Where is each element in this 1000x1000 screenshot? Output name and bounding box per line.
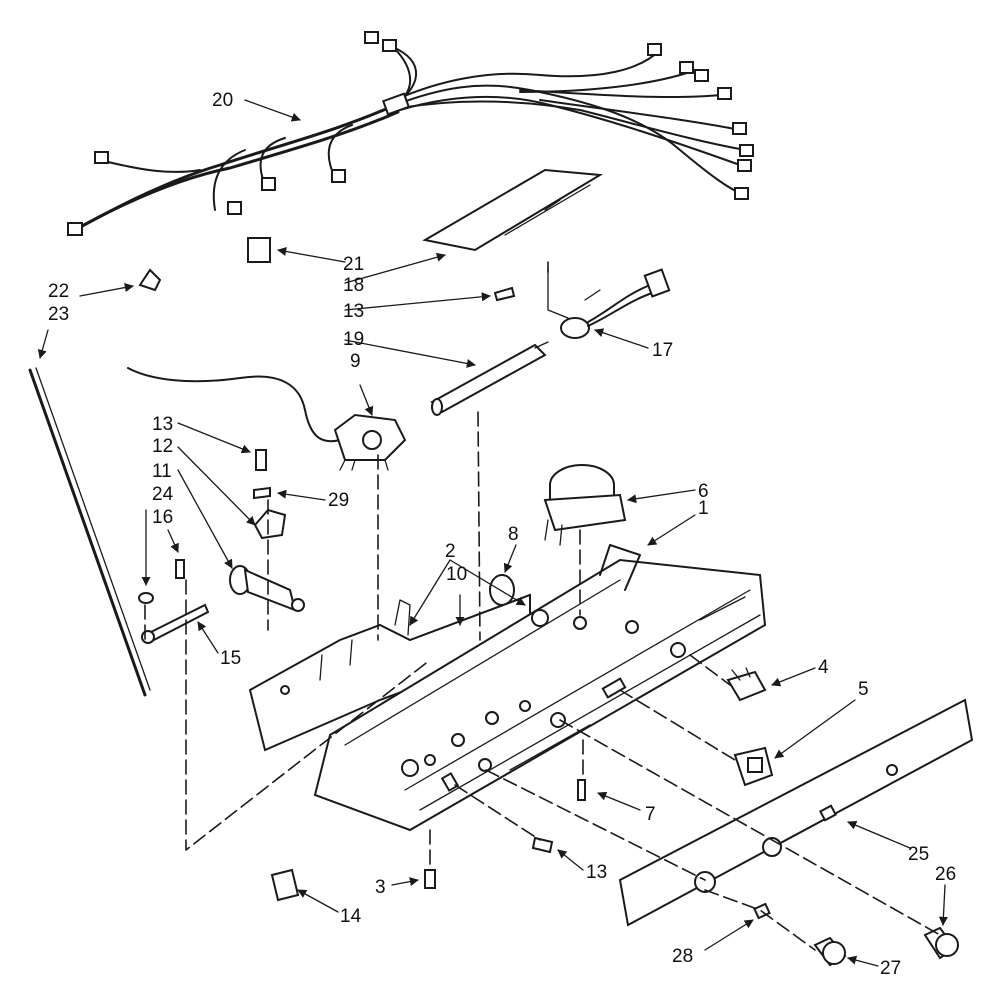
part-12-bracket <box>253 508 287 540</box>
part-23-rod <box>28 368 147 697</box>
part-14-clip <box>270 868 300 902</box>
part-13-screw-left <box>255 449 267 471</box>
callout-22: 22 <box>48 281 69 302</box>
callout-4: 4 <box>818 657 829 678</box>
part-27-knob <box>813 936 847 967</box>
callout-27: 27 <box>880 958 901 979</box>
part-4-switch <box>726 667 767 702</box>
part-24-washer <box>138 592 154 604</box>
callout-24: 24 <box>152 484 174 505</box>
callout-5: 5 <box>858 679 869 700</box>
wire-harness <box>67 31 754 236</box>
part-5-switch <box>733 746 774 787</box>
part-17-sensor <box>547 267 671 339</box>
part-25-panel <box>618 698 974 927</box>
part-1-housing <box>313 544 767 832</box>
part-9-thermostat <box>333 413 407 471</box>
part-18-cover <box>422 168 604 252</box>
part-13-screw-top <box>493 286 516 302</box>
callout-21: 21 <box>343 254 364 275</box>
part-19-tube <box>430 341 549 416</box>
callout-8: 8 <box>508 524 519 545</box>
part-15-lever <box>141 603 210 644</box>
callouts: 20 21 18 13 19 9 17 22 23 13 12 11 24 16… <box>48 90 956 979</box>
callout-26: 26 <box>935 864 956 885</box>
callout-11: 11 <box>152 461 172 482</box>
callout-7: 7 <box>645 804 656 825</box>
part-21-clip <box>247 237 271 263</box>
callout-14: 14 <box>340 906 362 927</box>
callout-20: 20 <box>212 90 233 111</box>
part-22-clip <box>138 268 162 292</box>
callout-23: 23 <box>48 304 69 325</box>
callout-13-bottom: 13 <box>586 862 607 883</box>
callout-17: 17 <box>652 340 673 361</box>
callout-13-top: 13 <box>343 301 364 322</box>
callout-1: 1 <box>698 498 709 519</box>
callout-12: 12 <box>152 436 173 457</box>
callout-9: 9 <box>350 351 361 372</box>
callout-29: 29 <box>328 490 349 511</box>
callout-13-left: 13 <box>152 414 173 435</box>
part-8-knob <box>489 574 515 606</box>
part-29-washer <box>253 486 271 500</box>
part-2-bracket <box>248 593 531 752</box>
part-26-knob <box>923 926 959 960</box>
callout-25: 25 <box>908 844 929 865</box>
part-11-valve <box>229 565 305 612</box>
leader-lines <box>37 99 948 967</box>
part-6-motor <box>543 464 627 546</box>
part-3-screw <box>424 869 436 889</box>
callout-16: 16 <box>152 507 173 528</box>
part-16-screw <box>175 559 185 579</box>
callout-19: 19 <box>343 329 364 350</box>
alignment-lines <box>144 261 941 951</box>
capillary-tube <box>127 367 341 443</box>
callout-2: 2 <box>445 541 456 562</box>
callout-3: 3 <box>375 877 386 898</box>
part-13-screw-bottom <box>531 836 554 854</box>
callout-6: 6 <box>698 481 709 502</box>
callout-10: 10 <box>446 564 467 585</box>
callout-18: 18 <box>343 275 364 296</box>
callout-15: 15 <box>220 648 241 669</box>
part-7-screw <box>577 779 586 801</box>
callout-28: 28 <box>672 946 693 967</box>
